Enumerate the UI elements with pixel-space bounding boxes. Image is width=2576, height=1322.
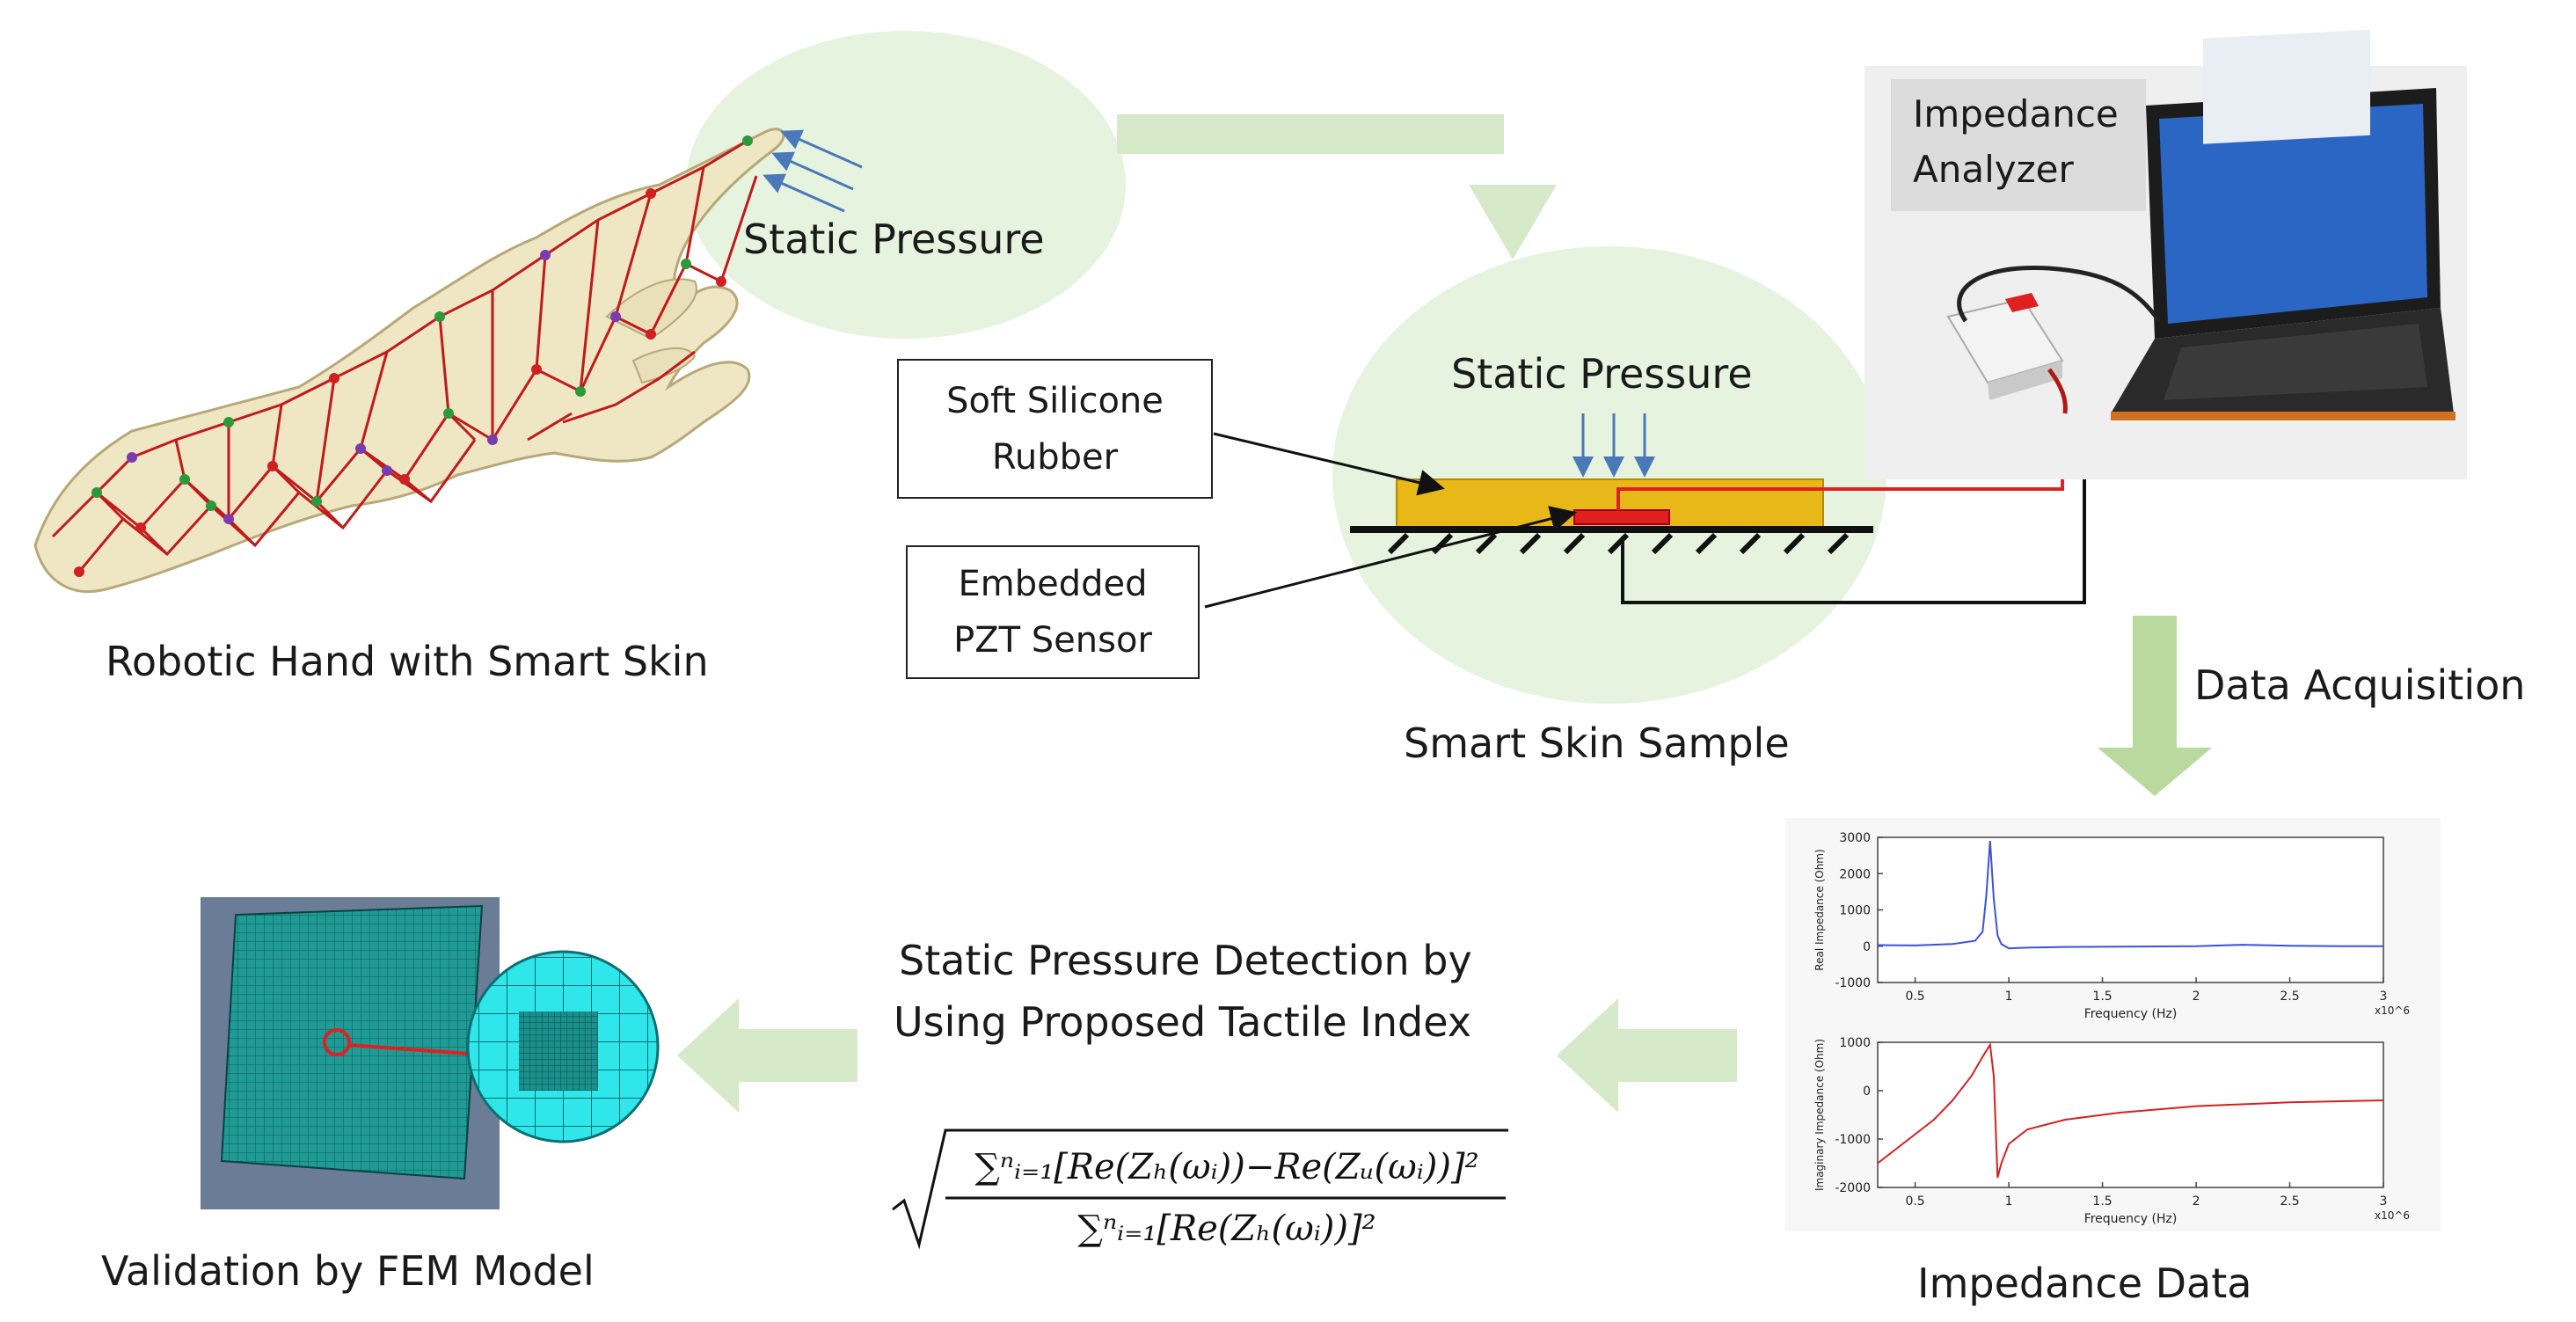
callout-pzt-line1: Embedded bbox=[958, 564, 1148, 604]
pzt-sensor bbox=[1573, 509, 1670, 525]
analyzer-device bbox=[1946, 293, 2064, 400]
laptop-app-window bbox=[2203, 29, 2370, 144]
callout-silicone: Soft Silicone Rubber bbox=[897, 359, 1213, 499]
hand-pressure-bubble bbox=[686, 31, 1126, 339]
x-tick-label: 0.5 bbox=[1905, 1194, 1924, 1209]
laptop-keyboard-keys bbox=[2164, 324, 2427, 400]
x-axis-label: Frequency (Hz) bbox=[2084, 1007, 2178, 1021]
x-tick-label: 1 bbox=[2005, 990, 2013, 1004]
x-tick-label: 2 bbox=[2193, 1194, 2200, 1209]
plot-frame bbox=[1877, 836, 2384, 983]
callout-silicone-line1: Soft Silicone bbox=[946, 380, 1164, 421]
skin-caption: Smart Skin Sample bbox=[1404, 719, 1790, 767]
y-tick-label: 0 bbox=[1863, 940, 1871, 954]
callout-pzt: Embedded PZT Sensor bbox=[906, 545, 1200, 679]
usb-cable bbox=[1957, 265, 2162, 323]
smart-skin-sample bbox=[1332, 246, 2086, 704]
y-tick-label: -1000 bbox=[1835, 1133, 1871, 1147]
x-tick-label: 2.5 bbox=[2280, 1194, 2299, 1209]
arrow-detection-to-fem bbox=[677, 998, 857, 1113]
formula-numerator: ∑ⁿᵢ₌₁[Re(Zₕ(ωᵢ))−Re(Zᵤ(ωᵢ))]² bbox=[974, 1147, 1478, 1187]
skin-pressure-label: Static Pressure bbox=[1451, 350, 1753, 398]
plot-frame bbox=[1877, 1041, 2384, 1188]
x-tick-label: 1.5 bbox=[2092, 1194, 2112, 1209]
x-tick-label: 2.5 bbox=[2280, 990, 2299, 1004]
hand-caption: Robotic Hand with Smart Skin bbox=[106, 638, 709, 685]
analyzer-label-background bbox=[1891, 79, 2146, 211]
ground-wire-black bbox=[1621, 413, 2086, 604]
callout-line-silicone bbox=[1213, 432, 1445, 496]
skin-pressure-arrows bbox=[1573, 413, 1655, 478]
callout-silicone-line2: Rubber bbox=[991, 436, 1119, 478]
x-tick-label: 3 bbox=[2380, 1194, 2388, 1209]
y-tick-label: -1000 bbox=[1835, 976, 1871, 990]
laptop-screen bbox=[2159, 104, 2427, 324]
formula-sqrt-sign bbox=[892, 1128, 1508, 1250]
x-tick-label: 1 bbox=[2005, 1194, 2013, 1209]
y-tick-label: -2000 bbox=[1835, 1181, 1871, 1195]
series-line bbox=[1877, 841, 2383, 950]
fem-model-illustration bbox=[201, 897, 660, 1209]
impedance-caption: Impedance Data bbox=[1917, 1260, 2252, 1307]
hand-pressure-label: Static Pressure bbox=[743, 215, 1045, 263]
y-tick-label: 2000 bbox=[1839, 867, 1871, 881]
hand-sensor-nodes bbox=[74, 135, 753, 577]
analyzer-label-line2: Analyzer bbox=[1913, 148, 2074, 191]
x-tick-label: 3 bbox=[2380, 990, 2388, 1004]
hand-finger-3 bbox=[631, 347, 697, 384]
fem-caption: Validation by FEM Model bbox=[101, 1247, 595, 1295]
x-tick-label: 0.5 bbox=[1905, 990, 1924, 1004]
detection-title-line2: Using Proposed Tactile Index bbox=[894, 998, 1471, 1046]
fem-zoom-circle bbox=[468, 952, 658, 1142]
series-line bbox=[1877, 1041, 2384, 1179]
x-axis-label: Frequency (Hz) bbox=[2084, 1212, 2178, 1226]
tactile-index-formula: ∑ⁿᵢ₌₁[Re(Zₕ(ωᵢ))−Re(Zᵤ(ωᵢ))]² ∑ⁿᵢ₌₁[Re(Z… bbox=[892, 1128, 1508, 1250]
formula-denominator: ∑ⁿᵢ₌₁[Re(Zₕ(ωᵢ))]² bbox=[1077, 1209, 1376, 1249]
x-exponent-label: x10^6 bbox=[2375, 1004, 2410, 1017]
y-tick-label: 1000 bbox=[1839, 1036, 1871, 1050]
y-tick-label: 3000 bbox=[1839, 831, 1871, 845]
fem-zoom-outline bbox=[466, 950, 660, 1143]
y-tick-label: 1000 bbox=[1839, 904, 1871, 918]
callout-line-pzt bbox=[1204, 506, 1577, 609]
x-tick-label: 2 bbox=[2193, 990, 2200, 1004]
probe-cables bbox=[2047, 368, 2068, 414]
skin-bubble bbox=[1332, 246, 1886, 704]
fem-mesh-plate bbox=[220, 904, 484, 1180]
arrow-to-data bbox=[2098, 616, 2212, 796]
y-tick-label: 0 bbox=[1863, 1085, 1871, 1099]
x-exponent-label: x10^6 bbox=[2375, 1209, 2410, 1222]
impedance-analyzer-photo bbox=[1864, 29, 2467, 479]
data-acquisition-label: Data Acquisition bbox=[2194, 661, 2526, 709]
real-impedance-chart: 0.5 1 1.5 2 2.5 3 3000 2000 1000 0 -1000Frequency … bbox=[1813, 831, 2410, 1021]
laptop-accent-edge bbox=[2111, 412, 2456, 420]
detection-title-line1: Static Pressure Detection by bbox=[899, 937, 1472, 984]
fem-sensor-location bbox=[323, 1028, 351, 1056]
hand-pressure-arrows bbox=[763, 129, 863, 213]
arrow-hand-to-skin bbox=[1117, 114, 1557, 259]
callout-pzt-line2: PZT Sensor bbox=[953, 620, 1152, 661]
x-tick-label: 1.5 bbox=[2092, 990, 2112, 1004]
y-axis-label: Real Impedance (Ohm) bbox=[1813, 849, 1826, 970]
y-axis-label: Imaginary Impedance (Ohm) bbox=[1813, 1039, 1826, 1191]
analyzer-label-line1: Impedance bbox=[1913, 92, 2119, 135]
arrow-data-to-detection bbox=[1557, 998, 1737, 1113]
robotic-hand-illustration bbox=[33, 31, 1126, 594]
